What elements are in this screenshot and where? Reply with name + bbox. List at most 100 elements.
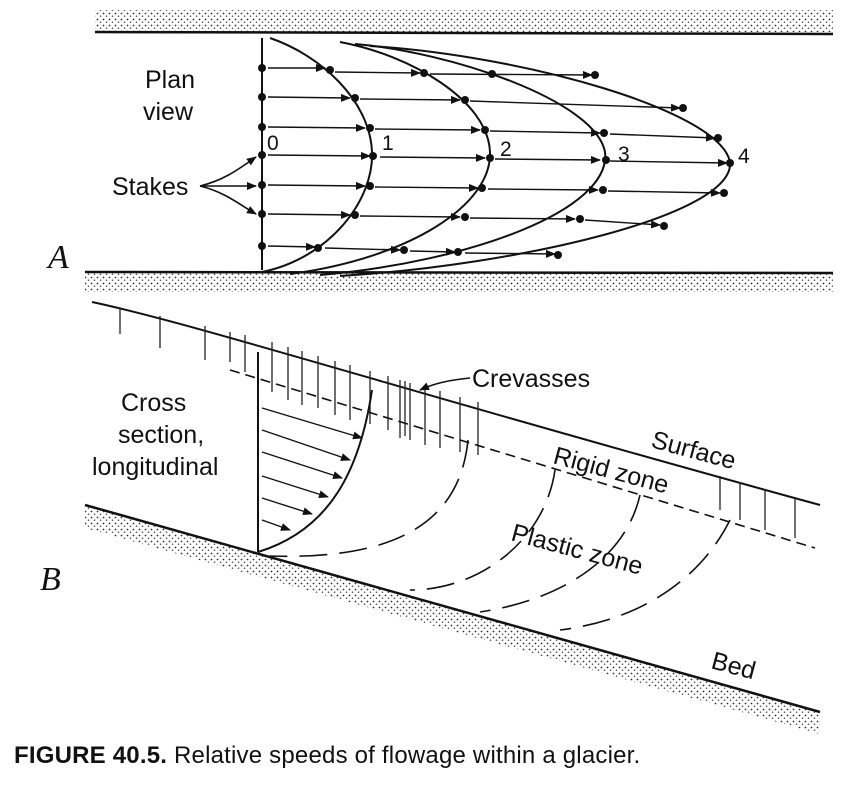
flow-arrow [267,151,371,160]
stake-dot [369,152,377,160]
velocity-arrow [261,497,313,516]
plastic-zone-label: Plastic zone [508,519,645,581]
bed-label: Bed [708,647,758,686]
crevasses-pointer-arrow [419,377,471,391]
stake-dot [481,126,489,134]
flow-arrow [469,214,576,223]
flow-arrow [379,153,486,162]
bottom-valley-wall [85,272,833,292]
flow-arrow [609,133,716,142]
crevasses-label: Crevasses [472,365,590,393]
stake-dot [258,210,266,218]
stake-line-2 [289,41,492,275]
caption-text: Relative speeds of flowage within a glac… [174,742,641,769]
stake-dot [591,71,599,79]
pointer-arrow [199,156,257,187]
top-valley-wall [95,10,833,32]
stake-dot [326,66,334,74]
plan-view-title-line1: Plan [145,66,195,94]
stake-dot [600,129,608,137]
flow-curves [269,439,731,631]
surface-label: Surface [648,426,738,475]
flow-arrow [409,247,456,256]
stake-dot [461,213,469,221]
stake-dot [258,123,266,131]
flow-curve [409,469,556,591]
flow-arrow [374,183,479,192]
flow-arrow [584,219,661,229]
stake-dot [351,211,359,219]
stake-dot [420,69,428,77]
pointer-arrow [199,185,257,215]
top-valley-wall-edge [94,30,834,36]
bottom-valley-wall-edge [84,270,834,275]
flow-curve [269,439,469,558]
rigid-plastic-boundary [229,369,816,549]
stake-dot [454,248,462,256]
stakes-label: Stakes [112,173,188,201]
stake-dot [576,215,584,223]
flow-arrow [469,100,681,112]
stake-dot [351,94,359,102]
flow-arrow [429,70,593,79]
panel-b-cross-section: Crevasses Cross section, longitudinal Su… [40,301,821,734]
flow-arrow [267,242,316,251]
flow-arrow [609,158,728,167]
stake-line-number-2: 2 [500,138,512,161]
flow-arrow [267,123,366,132]
cross-section-title-line1: Cross [121,389,186,417]
stake-dot [366,182,374,190]
velocity-arrows [261,407,363,531]
velocity-arrow [261,451,343,480]
stake-dot [660,222,668,230]
stake-dot [258,151,266,159]
stake-dot [486,154,494,162]
flow-arrow [464,249,556,258]
cross-section-title-line2: section, [118,421,204,449]
flow-arrow [359,95,461,104]
stake-dot [258,64,266,72]
stake-dot [679,104,687,112]
panel-a-plan-view: Plan view Stakes 0 1 2 3 4 A [46,10,834,292]
flow-curve [479,494,641,613]
flow-arrow [267,93,351,102]
stake-dot [461,96,469,104]
flow-arrow [607,188,721,197]
cross-section-title-line3: longitudinal [92,453,219,481]
velocity-arrow [261,429,351,461]
stake-dot [726,159,734,167]
stake-dot [258,93,266,101]
stake-line-number-3: 3 [618,143,630,166]
velocity-arrow [261,407,363,440]
flow-arrow [374,125,481,134]
plan-view-title-line2: view [143,98,194,126]
stake-dot [599,186,607,194]
stake-line-number-0: 0 [267,132,279,155]
stake-dot [478,184,486,192]
flow-arrow [487,185,599,194]
stake-dot [258,242,266,250]
flow-arrow [324,245,401,254]
stake-dot [366,124,374,132]
figure-number: FIGURE 40.5. [14,742,168,769]
flow-arrow [359,212,461,221]
flow-curve [559,519,731,631]
glacier-bed-edge [84,503,821,714]
velocity-arrow [261,475,329,499]
flow-arrow [494,155,601,164]
flow-arrows [267,64,728,258]
stake-line-4 [339,45,732,277]
stake-dot [554,251,562,259]
velocity-arrow [261,519,291,531]
glacier-surface [91,301,821,506]
figure-caption: FIGURE 40.5. Relative speeds of flowage … [14,742,849,770]
flow-arrow [334,68,421,77]
stake-dot [714,134,722,142]
stake-dot [314,244,322,252]
flow-arrow [267,210,351,219]
flow-arrow [267,181,366,190]
panel-letter-a: A [46,239,69,276]
flow-arrow [489,128,601,137]
panel-letter-b: B [40,561,61,598]
crevasses [119,308,796,538]
